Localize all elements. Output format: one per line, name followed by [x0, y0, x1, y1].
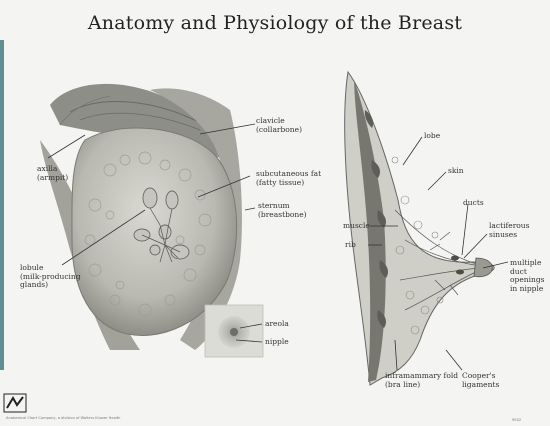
label-fat-sub: (fatty tissue) — [256, 179, 321, 188]
label-inframammary-fold: inframammary fold(bra line) — [385, 372, 458, 389]
label-subcutaneous-fat: subcutaneous fat(fatty tissue) — [256, 170, 321, 187]
label-clavicle: clavicle(collarbone) — [256, 117, 302, 134]
label-nipple: nipple — [265, 338, 289, 347]
label-muscle: muscle — [343, 222, 370, 231]
label-lobe: lobe — [424, 132, 440, 141]
label-sternum-sub: (breastbone) — [258, 211, 307, 220]
label-lactiferous-sinuses: lactiferoussinuses — [489, 222, 529, 239]
footer-code: 9502 — [512, 418, 521, 422]
front-view-illustration — [40, 84, 263, 357]
publisher-logo — [4, 394, 26, 412]
label-rib: rib — [345, 241, 356, 250]
label-clavicle-sub: (collarbone) — [256, 126, 302, 135]
label-lactiferous-l2: sinuses — [489, 231, 529, 240]
label-skin: skin — [448, 167, 464, 176]
label-lobule-sub2: glands) — [20, 281, 81, 290]
label-axilla: axilla(armpit) — [37, 165, 68, 182]
label-lobule: lobule(milk-producingglands) — [20, 264, 81, 290]
label-sternum: sternum(breastbone) — [258, 202, 307, 219]
label-multiple-duct-openings: multipleductopeningsin nipple — [510, 259, 544, 293]
label-coopers-l2: ligaments — [462, 381, 499, 390]
label-ducts: ducts — [463, 199, 484, 208]
label-coopers-ligaments: Cooper'sligaments — [462, 372, 499, 389]
label-axilla-sub: (armpit) — [37, 174, 68, 183]
label-inframammary-l2: (bra line) — [385, 381, 458, 390]
label-areola: areola — [265, 320, 289, 329]
label-multiple-l4: in nipple — [510, 285, 544, 294]
footer-credit: Anatomical Chart Company, a division of … — [6, 416, 120, 420]
